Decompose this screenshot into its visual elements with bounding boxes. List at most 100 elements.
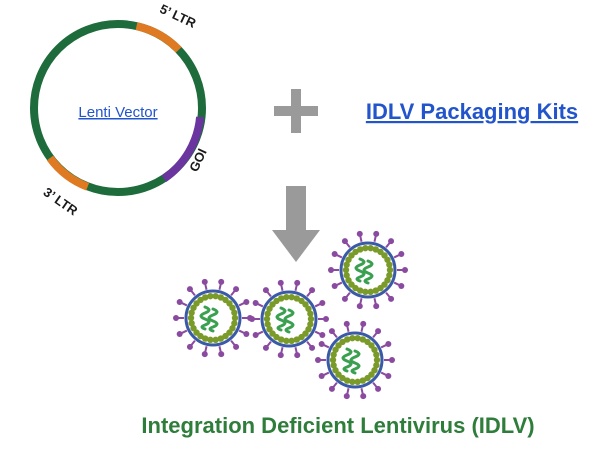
capsid-bead bbox=[367, 244, 374, 252]
virion-spike-tip bbox=[243, 331, 250, 338]
virion-spike-tip bbox=[315, 357, 321, 363]
capsid-bead bbox=[345, 277, 352, 284]
virion bbox=[328, 230, 408, 310]
virion-spike-tip bbox=[318, 373, 325, 380]
capsid-bead bbox=[343, 377, 351, 384]
virion-spike-tip bbox=[360, 320, 367, 327]
virion-spike-tip bbox=[233, 343, 240, 350]
capsid-bead bbox=[356, 287, 364, 294]
capsid-bead bbox=[207, 336, 214, 344]
virion-spike-tip bbox=[398, 283, 405, 290]
lenti-vector-link[interactable]: Lenti Vector bbox=[78, 104, 157, 121]
capsid-bead bbox=[307, 321, 314, 328]
capsid-bead bbox=[307, 315, 315, 323]
virion-spike-tip bbox=[319, 299, 326, 306]
capsid-bead bbox=[288, 293, 295, 301]
virion-spike-tip bbox=[176, 298, 183, 305]
virion-cluster bbox=[173, 230, 408, 400]
virion-spike-tip bbox=[243, 298, 250, 305]
capsid-bead bbox=[217, 294, 225, 301]
goi-segment bbox=[161, 116, 205, 182]
virion-spike-tip bbox=[319, 332, 326, 339]
capsid-bead bbox=[343, 261, 350, 268]
capsid-bead bbox=[229, 304, 236, 311]
virion bbox=[173, 278, 253, 358]
capsid-bead bbox=[201, 335, 209, 342]
virion-spike-tip bbox=[233, 286, 240, 293]
virion-spike-tip bbox=[388, 295, 395, 302]
capsid-bead bbox=[212, 292, 219, 300]
capsid-bead bbox=[231, 309, 238, 316]
plasmid-backbone bbox=[30, 20, 206, 196]
capsid-bead bbox=[359, 377, 367, 384]
lenti-vector-label[interactable]: Lenti Vector bbox=[78, 104, 157, 121]
viral-rna bbox=[283, 308, 295, 334]
virion bbox=[315, 320, 395, 400]
capsid-bead bbox=[283, 337, 290, 345]
viral-rna bbox=[199, 305, 211, 331]
capsid-bead bbox=[354, 334, 361, 342]
viral-rna bbox=[275, 306, 287, 332]
capsid-bead bbox=[352, 248, 359, 256]
ltr3-segment bbox=[46, 155, 90, 191]
capsid-bead bbox=[362, 288, 369, 296]
capsid-bead bbox=[266, 326, 273, 333]
capsid-bead bbox=[293, 295, 301, 302]
capsid-bead bbox=[298, 333, 305, 341]
capsid-bead bbox=[371, 346, 378, 353]
lenti-vector-plasmid: Lenti Vector 5’ LTR GOI 3’ LTR bbox=[30, 1, 210, 219]
viral-rna bbox=[362, 259, 374, 285]
virion-spike-tip bbox=[388, 238, 395, 245]
capsid-bead bbox=[231, 320, 238, 327]
virion-spike-tip bbox=[356, 230, 363, 237]
capsid-bead bbox=[359, 336, 367, 343]
capsid-bead bbox=[293, 336, 301, 343]
virion-spike-tip bbox=[331, 283, 338, 290]
virion-spike-tip bbox=[373, 230, 380, 237]
virion-spike-tip bbox=[218, 278, 225, 285]
capsid-bead bbox=[231, 314, 239, 322]
capsid-bead bbox=[277, 336, 285, 343]
capsid-bead bbox=[349, 378, 356, 386]
capsid-bead bbox=[264, 310, 271, 317]
virion-spike-tip bbox=[360, 393, 367, 400]
virion-spike-tip bbox=[373, 303, 380, 310]
capsid-bead bbox=[386, 266, 394, 274]
virion-spike-tip bbox=[294, 352, 301, 359]
capsid-bead bbox=[305, 305, 312, 312]
virion-spike-tip bbox=[398, 250, 405, 257]
virion-spike-tip bbox=[341, 295, 348, 302]
capsid-bead bbox=[377, 284, 384, 292]
capsid-bead bbox=[212, 336, 219, 344]
ltr5-label: 5’ LTR bbox=[157, 1, 198, 31]
virion-spike-tip bbox=[277, 352, 284, 359]
viral-rna bbox=[207, 307, 219, 333]
capsid-bead bbox=[372, 246, 380, 253]
virion-spike-tip bbox=[341, 238, 348, 245]
packaging-kits-label[interactable]: IDLV Packaging Kits bbox=[366, 99, 578, 124]
virion-spike-tip bbox=[328, 385, 335, 392]
capsid-bead bbox=[307, 310, 314, 317]
virion-spike-tip bbox=[356, 303, 363, 310]
capsid-bead bbox=[343, 336, 351, 343]
capsid-bead bbox=[356, 246, 364, 253]
capsid-bead bbox=[367, 288, 374, 296]
capsid-bead bbox=[217, 335, 225, 342]
viral-rna bbox=[349, 349, 361, 375]
packaging-kits-link[interactable]: IDLV Packaging Kits bbox=[366, 99, 578, 124]
virion-spike-tip bbox=[328, 328, 335, 335]
virion-spike-tip bbox=[186, 286, 193, 293]
capsid-bead bbox=[207, 292, 214, 300]
virion-spike-tip bbox=[375, 328, 382, 335]
virion-spike-tip bbox=[252, 299, 259, 306]
capsid-bead bbox=[364, 374, 371, 382]
virion-spike-tip bbox=[385, 373, 392, 380]
virion-spike-tip bbox=[318, 340, 325, 347]
virion-spike-tip bbox=[331, 250, 338, 257]
capsid-bead bbox=[188, 320, 195, 327]
virion-spike-tip bbox=[323, 316, 329, 322]
virion-spike-tip bbox=[385, 340, 392, 347]
capsid-bead bbox=[384, 256, 391, 263]
virion-spike-tip bbox=[375, 385, 382, 392]
